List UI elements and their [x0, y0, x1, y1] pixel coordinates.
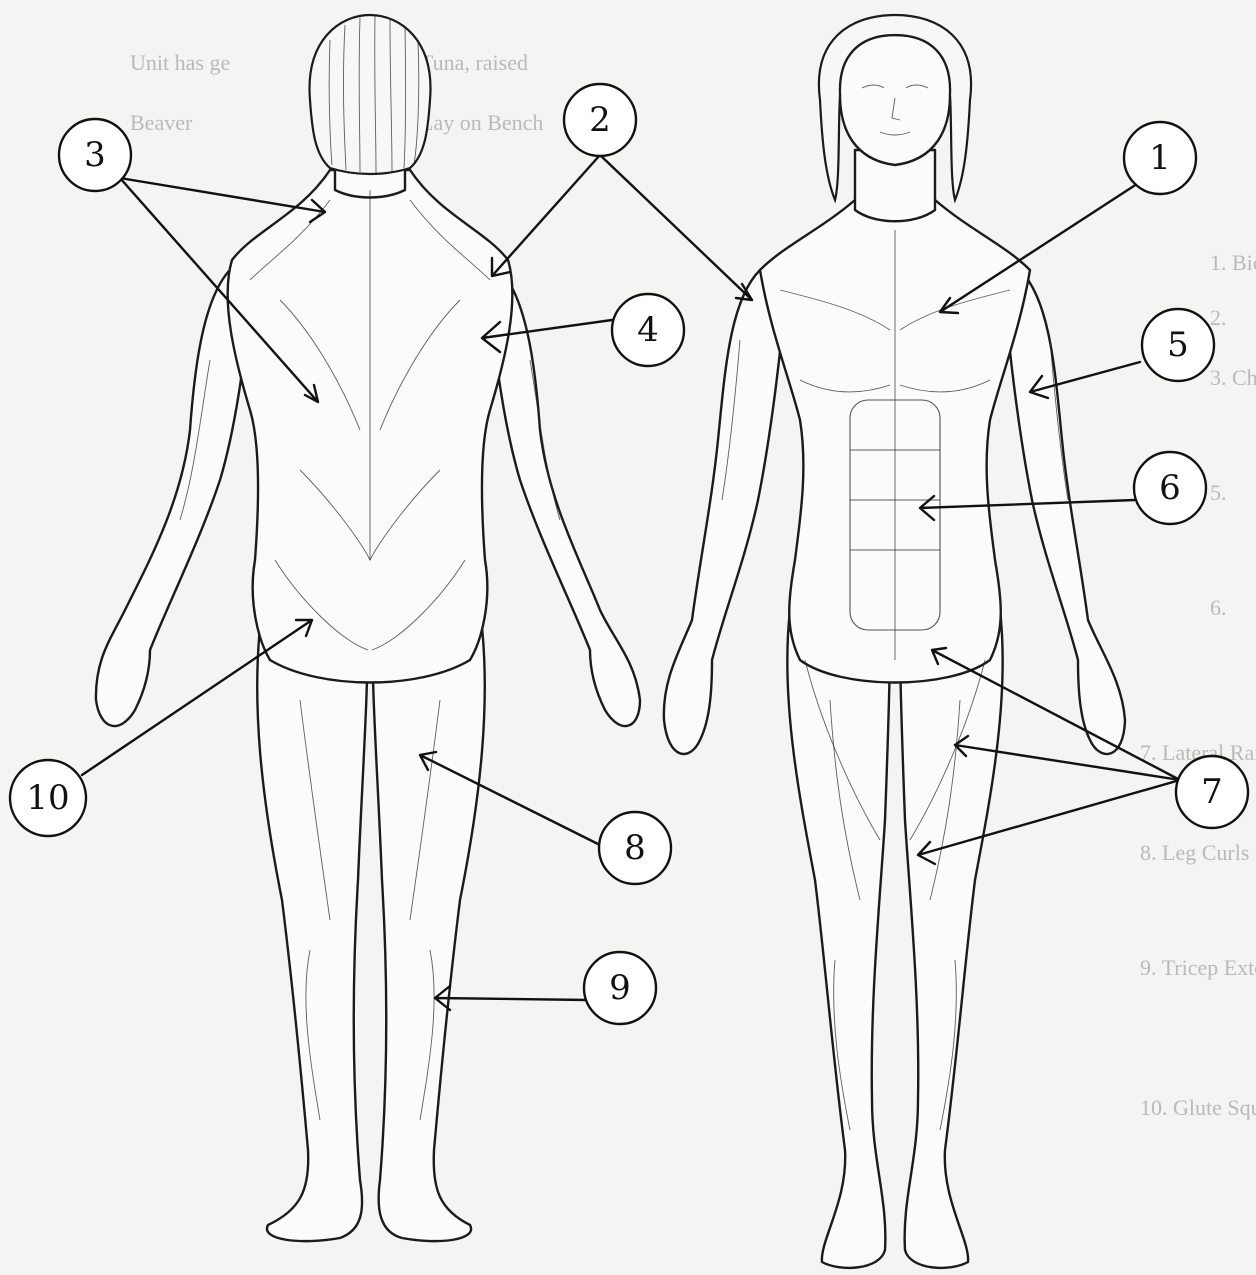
ghost-text-13: 10. Glute Squat	[1140, 1095, 1256, 1120]
callout-4: 4	[612, 294, 684, 366]
callout-10: 10	[10, 760, 86, 836]
posterior-right-leg	[372, 610, 485, 1241]
callout-6-number: 6	[1159, 468, 1181, 508]
ghost-text-5: 1. Biceps	[1210, 250, 1256, 275]
ghost-text-4: Lay on Bench	[420, 110, 543, 135]
callout-10-number: 10	[26, 778, 69, 818]
ghost-text-3: Beaver	[130, 110, 193, 135]
anterior-figure	[664, 15, 1125, 1268]
ghost-text-9: 6.	[1210, 595, 1227, 620]
callout-1-number: 1	[1149, 138, 1171, 178]
callout-2-number: 2	[589, 100, 611, 140]
callout-9: 9	[584, 952, 656, 1024]
callout-8-number: 8	[624, 828, 646, 868]
ghost-text-6: 2.	[1210, 305, 1227, 330]
callout-2: 2	[564, 84, 636, 156]
callout-9-number: 9	[609, 968, 631, 1008]
ghost-text-1: Unit has ge	[130, 50, 230, 75]
posterior-left-leg	[257, 610, 368, 1241]
callout-4-number: 4	[637, 310, 659, 350]
callout-5-number: 5	[1167, 325, 1189, 365]
ghost-text-12: 9. Tricep Extension	[1140, 955, 1256, 980]
callout-8: 8	[599, 812, 671, 884]
anterior-right-leg	[900, 610, 1003, 1268]
ghost-text-7: 3. Chest ( Pec	[1210, 365, 1256, 390]
posterior-hair	[310, 15, 431, 174]
anterior-right-arm	[1005, 270, 1125, 754]
callout-7: 7	[1176, 756, 1248, 828]
posterior-left-arm	[96, 265, 250, 726]
callout-7-number: 7	[1201, 772, 1223, 812]
ghost-text-8: 5.	[1210, 480, 1227, 505]
anterior-left-leg	[787, 610, 890, 1268]
callout-6: 6	[1134, 452, 1206, 524]
callout-1: 1	[1124, 122, 1196, 194]
callout-3-number: 3	[84, 135, 106, 175]
callout-3: 3	[59, 119, 131, 191]
ghost-text-11: 8. Leg Curls	[1140, 840, 1249, 865]
callout-5: 5	[1142, 309, 1214, 381]
posterior-figure	[96, 15, 640, 1241]
ghost-text-2: Tuna, raised	[420, 50, 528, 75]
